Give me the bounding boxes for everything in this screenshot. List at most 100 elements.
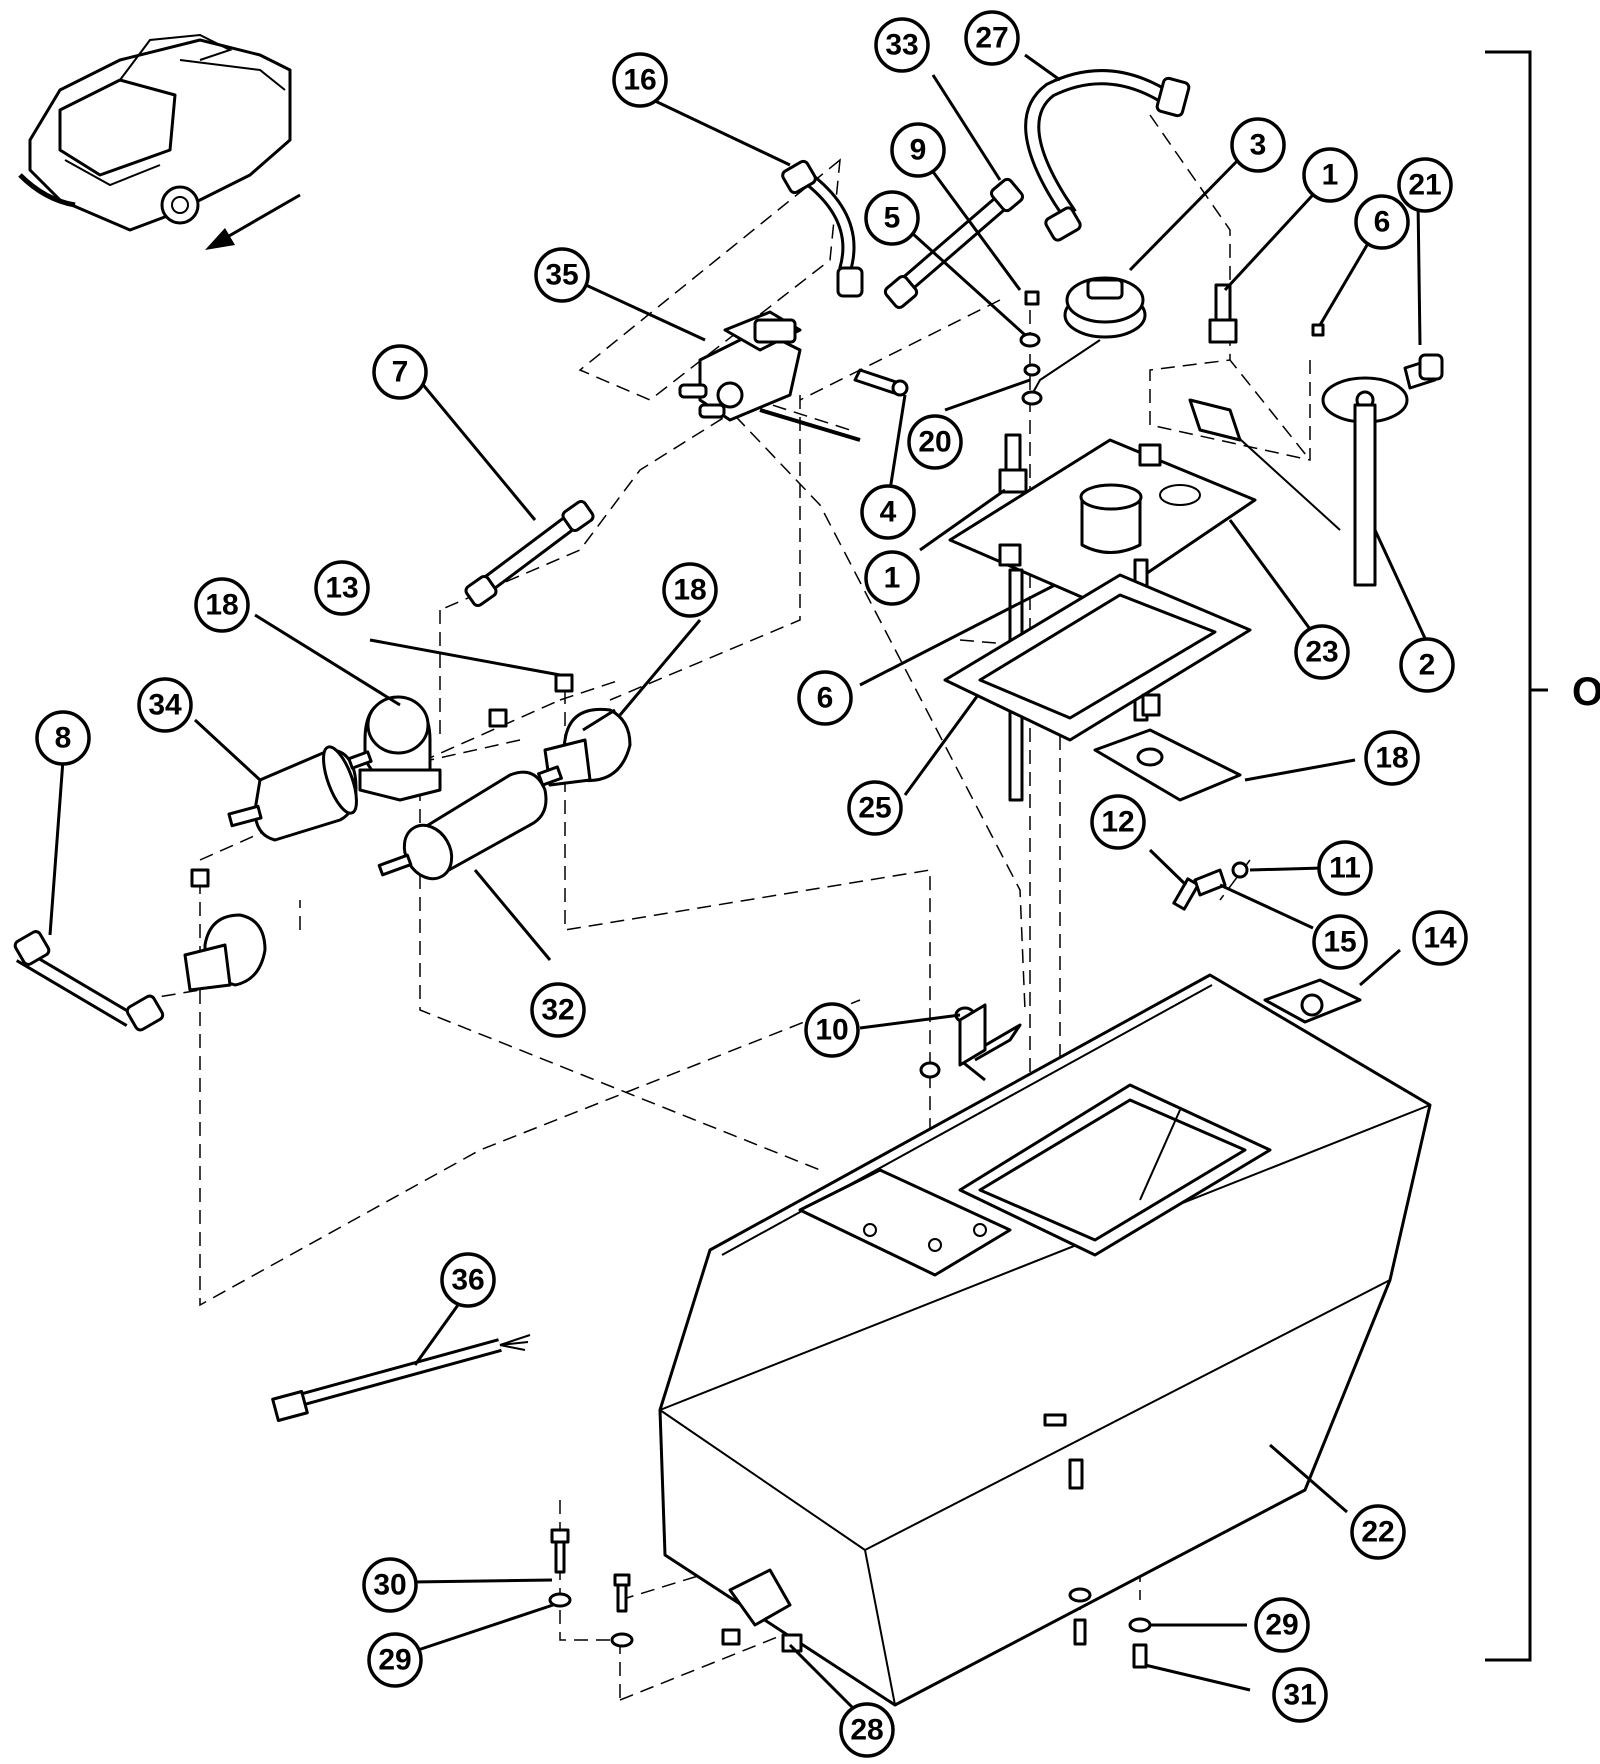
- hose-32: [883, 177, 1025, 310]
- svg-text:16: 16: [623, 64, 656, 97]
- svg-text:35: 35: [545, 259, 578, 292]
- svg-text:8: 8: [55, 722, 72, 755]
- fuel-sender-2: [1188, 376, 1409, 587]
- callout-13: 13: [314, 560, 370, 616]
- callout-33: 32: [530, 982, 586, 1038]
- callout-32: 33: [874, 17, 930, 73]
- fuel-tube-8: [13, 930, 165, 1032]
- fuel-filter-34: [227, 745, 373, 842]
- svg-text:15: 15: [1323, 926, 1356, 959]
- svg-text:29: 29: [1265, 1609, 1298, 1642]
- callout-12: 12: [1090, 794, 1146, 850]
- pad-20: [1093, 693, 1242, 802]
- nut-11: [1231, 861, 1249, 879]
- elbow-22: [1403, 353, 1444, 390]
- assembly-tag: O: [1572, 670, 1600, 714]
- label-plate-14: [1263, 978, 1362, 1024]
- svg-text:6: 6: [1374, 206, 1391, 239]
- callout-29-right: 29: [1254, 1597, 1310, 1653]
- callout-34: 34: [137, 677, 193, 733]
- direction-arrow-icon: [205, 193, 301, 250]
- wire-harness-36: [271, 1334, 531, 1423]
- callout-27: 27: [964, 10, 1020, 66]
- svg-text:7: 7: [392, 356, 409, 389]
- callout-25: 23: [1294, 624, 1350, 680]
- svg-text:30: 30: [373, 1569, 406, 1602]
- svg-text:6: 6: [817, 682, 834, 715]
- svg-text:34: 34: [148, 689, 182, 722]
- screw-6-upper: [1311, 323, 1325, 337]
- assembly-bracket: [1485, 50, 1548, 1662]
- callout-4: 4: [860, 484, 916, 540]
- callout-26: 25: [847, 780, 903, 836]
- svg-text:12: 12: [1101, 806, 1134, 839]
- hose-16: [781, 159, 864, 298]
- fuel-tank-23: [658, 973, 1432, 1707]
- svg-text:29: 29: [378, 1644, 411, 1677]
- callout-23: 22: [1350, 1504, 1406, 1560]
- clamp-18-lower: [183, 913, 267, 992]
- svg-text:36: 36: [451, 1264, 484, 1297]
- svg-text:23: 23: [1305, 636, 1338, 669]
- svg-text:31: 31: [1283, 1679, 1316, 1712]
- callout-28: 28: [839, 1702, 895, 1758]
- svg-text:33: 33: [885, 29, 918, 62]
- callout-18-left: 18: [194, 577, 250, 633]
- callout-16: 16: [612, 52, 668, 108]
- svg-text:1: 1: [1322, 159, 1339, 192]
- callout-36: 36: [440, 1252, 496, 1308]
- gasket-26: [943, 573, 1252, 742]
- nut-28: [721, 1628, 803, 1653]
- callout-18-right: 18: [662, 562, 718, 618]
- callout-6-lower: 6: [797, 670, 853, 726]
- svg-text:18: 18: [673, 574, 706, 607]
- callout-29-left: 29: [367, 1632, 423, 1688]
- washer-21: [1021, 363, 1043, 406]
- svg-text:10: 10: [815, 1014, 848, 1047]
- callout-30: 30: [362, 1557, 418, 1613]
- fitting-1-lower: [998, 433, 1028, 494]
- svg-text:32: 32: [541, 994, 574, 1027]
- svg-text:21: 21: [1408, 169, 1441, 202]
- bolt-12: [1172, 877, 1200, 911]
- callout-35: 35: [534, 247, 590, 303]
- clamp-18-left: [358, 695, 442, 802]
- callout-22: 21: [1397, 157, 1453, 213]
- svg-text:9: 9: [910, 134, 927, 167]
- svg-text:18: 18: [1375, 742, 1408, 775]
- svg-text:1: 1: [884, 562, 901, 595]
- washer-5: [1019, 332, 1041, 348]
- svg-text:14: 14: [1423, 922, 1457, 955]
- hose-7: [464, 499, 595, 608]
- svg-text:20: 20: [918, 426, 951, 459]
- bolt-30: [550, 1528, 631, 1613]
- bolt-9: [1024, 290, 1040, 306]
- svg-text:25: 25: [858, 792, 891, 825]
- svg-text:4: 4: [880, 496, 897, 529]
- callout-3: 3: [1230, 117, 1286, 173]
- fitting-1-upper: [1208, 283, 1238, 344]
- callout-31: 31: [1272, 1667, 1328, 1723]
- svg-text:27: 27: [975, 22, 1008, 55]
- svg-text:5: 5: [884, 202, 901, 235]
- svg-text:11: 11: [1329, 852, 1361, 885]
- clamp-4: [853, 368, 909, 397]
- assembly-dashed-lines: [139, 114, 1311, 1701]
- callout-2: 2: [1399, 637, 1455, 693]
- callout-11: 11: [1317, 840, 1373, 896]
- svg-text:3: 3: [1250, 129, 1267, 162]
- sweeper-machine-icon: [18, 33, 292, 232]
- fuel-pump-33: [377, 765, 563, 881]
- washer-29-left: [548, 1592, 634, 1648]
- callout-9: 9: [890, 122, 946, 178]
- bolt-31: [1073, 1618, 1148, 1669]
- callout-8: 8: [35, 710, 91, 766]
- callout-21: 20: [907, 414, 963, 470]
- solenoid-valve-35: [678, 310, 861, 442]
- svg-text:22: 22: [1361, 1516, 1394, 1549]
- bolt-13: [190, 673, 574, 888]
- callout-1-upper: 1: [1302, 147, 1358, 203]
- callout-1-lower: 1: [864, 550, 920, 606]
- svg-text:18: 18: [205, 589, 238, 622]
